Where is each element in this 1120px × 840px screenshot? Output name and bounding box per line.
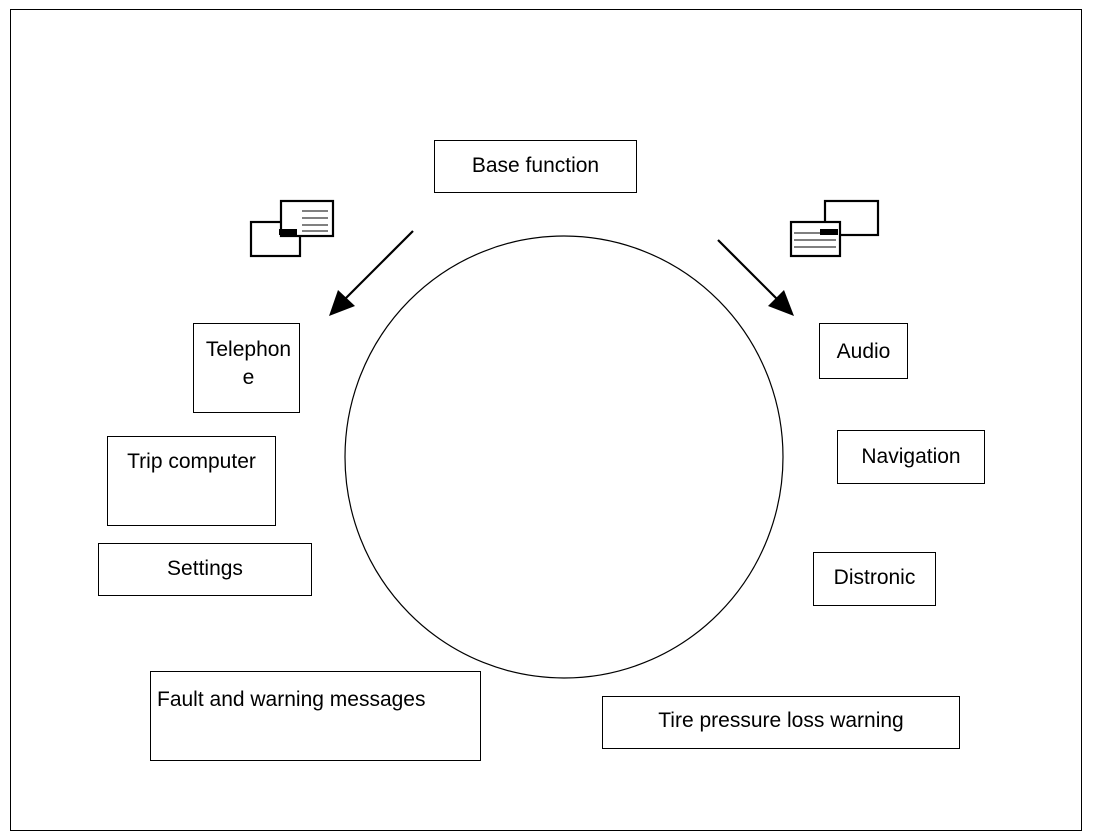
- window-switch-right-icon: [789, 199, 880, 258]
- window-switch-left-icon: [249, 199, 335, 258]
- telephone-label: Telephon e: [205, 338, 292, 389]
- base-function-box: Base function: [434, 140, 637, 193]
- arrow-right: [717, 239, 794, 316]
- settings-box: Settings: [98, 543, 312, 596]
- arrow-left: [329, 230, 414, 316]
- fault-messages-box: Fault and warning messages: [150, 671, 481, 761]
- distronic-box: Distronic: [813, 552, 936, 606]
- base-function-label: Base function: [471, 154, 600, 177]
- telephone-box: Telephon e: [193, 323, 300, 413]
- navigation-box: Navigation: [837, 430, 985, 484]
- tire-pressure-label: Tire pressure loss warning: [658, 709, 904, 732]
- trip-computer-label: Trip computer: [127, 450, 256, 473]
- distronic-label: Distronic: [833, 566, 916, 589]
- audio-label: Audio: [836, 340, 891, 363]
- diagram-frame: [10, 9, 1082, 831]
- navigation-label: Navigation: [861, 445, 961, 468]
- tire-pressure-box: Tire pressure loss warning: [602, 696, 960, 749]
- trip-computer-box: Trip computer: [107, 436, 276, 526]
- settings-label: Settings: [167, 557, 243, 580]
- function-cycle-circle: [344, 235, 784, 679]
- fault-messages-label: Fault and warning messages: [157, 688, 426, 711]
- audio-box: Audio: [819, 323, 908, 379]
